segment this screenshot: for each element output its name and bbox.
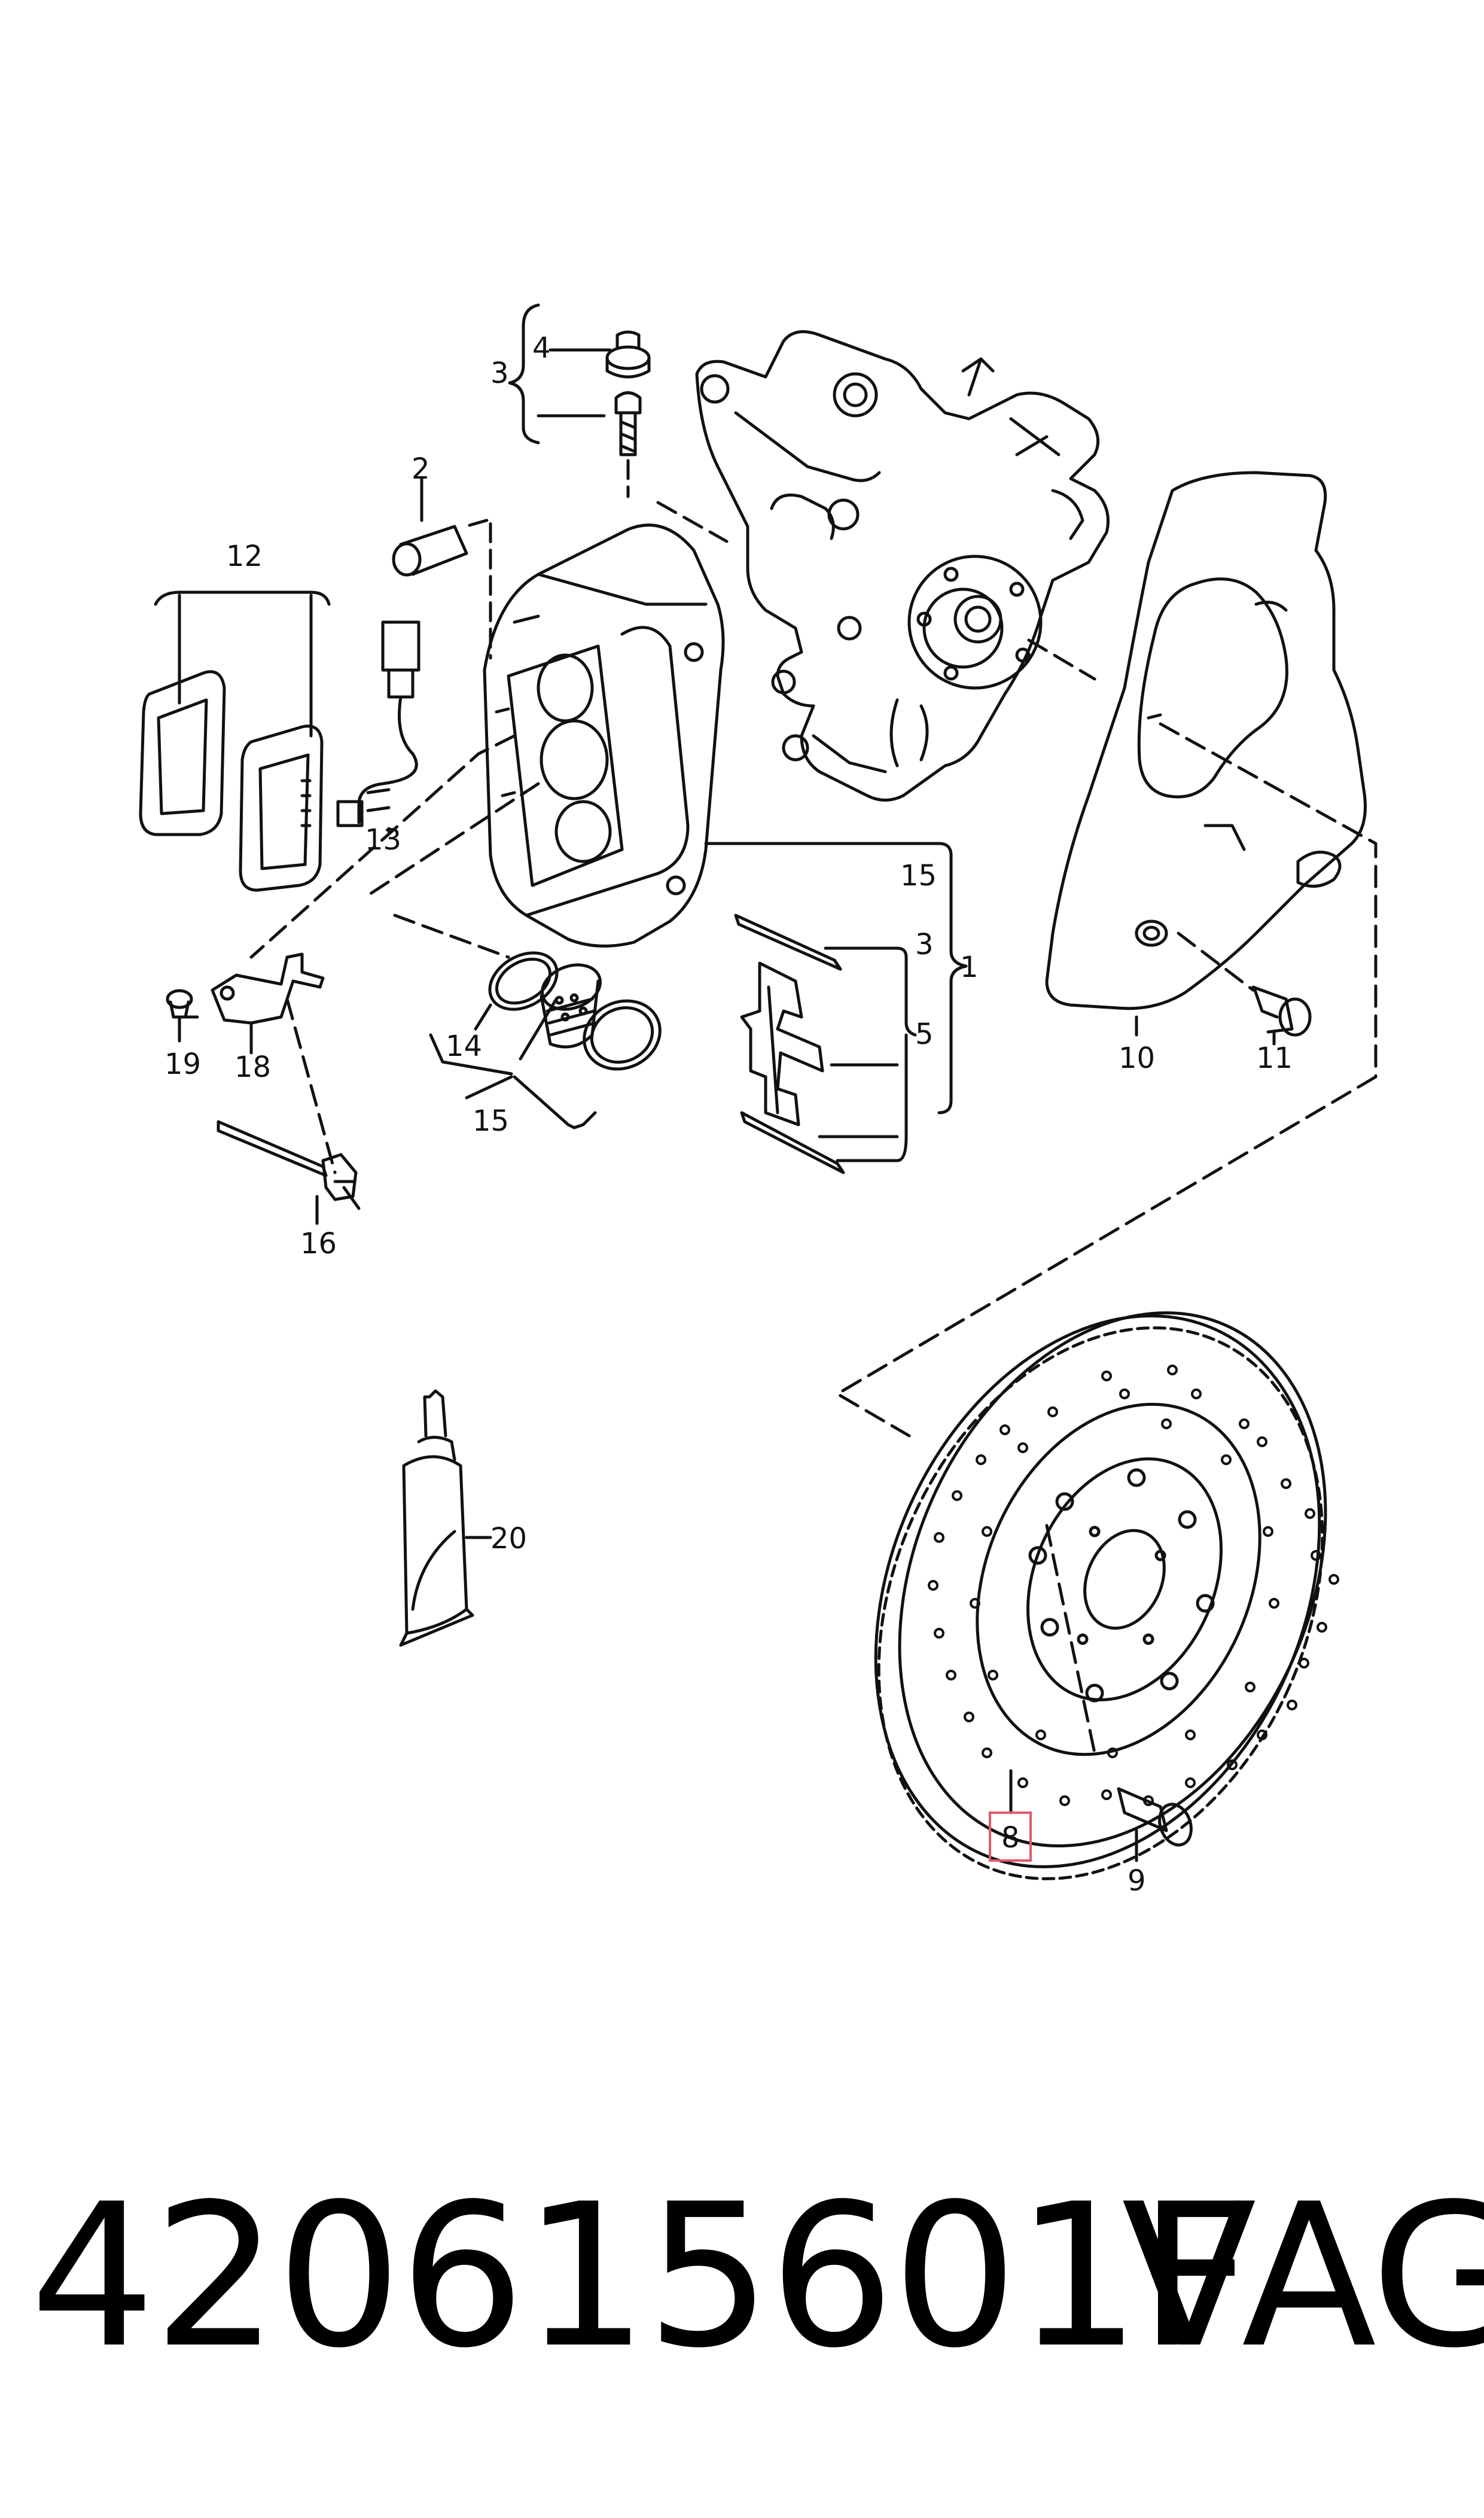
brand-name: VAG (1122, 2161, 1484, 2391)
part-8-brake-disc (874, 1311, 1339, 1880)
part-4-cap-nut (605, 330, 651, 379)
part-15-dust-boot (583, 999, 662, 1071)
part-5-spreader-spring (740, 961, 824, 1126)
label-16: 16 (300, 1227, 337, 1260)
part-2-bolt (392, 477, 492, 660)
footer: 420615601F VAG (0, 2178, 1484, 2429)
label-11: 11 (1256, 1042, 1293, 1075)
label-13: 13 (365, 823, 401, 857)
label-18: 18 (234, 1051, 271, 1084)
label-20: 20 (490, 1522, 527, 1555)
wheel-carrier-knuckle (695, 330, 1110, 802)
label-2: 2 (412, 452, 430, 486)
bracket-1-3-5-15 (704, 842, 968, 1162)
label-15-lower: 15 (473, 1104, 509, 1138)
part-13-wear-sensor (336, 620, 420, 827)
label-8: 8 (1001, 1821, 1020, 1855)
label-10: 10 (1119, 1042, 1155, 1075)
highlight-box-8 (989, 1811, 1032, 1862)
part-11-bolt (1251, 985, 1312, 1046)
part-18-bracket (211, 952, 325, 1055)
label-1: 1 (960, 951, 979, 984)
label-9: 9 (1128, 1864, 1146, 1898)
label-15-upper: 15 (900, 859, 937, 893)
part-15-piston (540, 963, 602, 1049)
label-3-top: 3 (490, 357, 509, 390)
label-3-right: 3 (915, 928, 934, 961)
label-12: 12 (226, 540, 263, 573)
part-3-guide-pins (734, 914, 845, 1174)
part-10-splash-shield (1045, 471, 1367, 1037)
leader-lines-dashed (249, 501, 1378, 1755)
bracket-15-lower (429, 997, 597, 1129)
part-3-bolt-top (614, 391, 642, 498)
part-20-paste-tube (399, 1389, 492, 1647)
part-16-cable-tie (217, 1120, 361, 1225)
part-number: 420615601F (30, 2161, 1252, 2391)
part-12-brake-pads (139, 590, 331, 892)
bracket-3-4 (508, 303, 612, 444)
brake-caliper (483, 523, 725, 948)
label-14: 14 (446, 1030, 482, 1063)
label-4: 4 (532, 331, 551, 365)
part-9-screw (1117, 1787, 1193, 1862)
label-19: 19 (164, 1048, 201, 1081)
part-14-seal (474, 951, 559, 1031)
exploded-brake-diagram: 4 3 2 12 13 15 3 1 5 14 15 19 18 16 10 1… (139, 303, 1378, 1898)
label-5: 5 (915, 1018, 934, 1051)
part-labels: 4 3 2 12 13 15 3 1 5 14 15 19 18 16 10 1… (164, 331, 1293, 1898)
